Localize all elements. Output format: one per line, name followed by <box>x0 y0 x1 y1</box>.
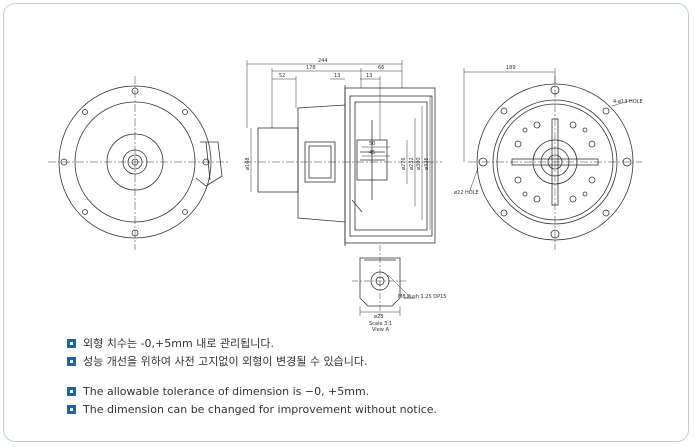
dim-244: 244 <box>318 58 328 64</box>
square-bullet-icon <box>67 404 76 414</box>
hole-label-top: 4-ø13 HOLE <box>613 99 643 105</box>
dim-335: ø335 <box>424 157 430 170</box>
square-bullet-icon <box>67 356 76 366</box>
content-frame <box>3 3 689 442</box>
dim-52: 52 <box>279 73 285 79</box>
square-bullet-icon <box>67 386 76 396</box>
dim-168: ø168 <box>245 157 251 170</box>
note-text: 성능 개선을 위하여 사전 고지없이 외형이 변경될 수 있습니다. <box>83 355 368 368</box>
dim-232: ø232 <box>409 157 415 170</box>
shaft-note: M8 Push 1.25 DP15 <box>398 294 447 300</box>
note-text: 외형 치수는 -0,+5mm 내로 관리됩니다. <box>83 337 275 350</box>
note-ko-2: 성능 개선을 위하여 사전 고지없이 외형이 변경될 수 있습니다. <box>67 352 437 370</box>
note-text: The dimension can be changed for improve… <box>83 402 438 416</box>
dim-66: 66 <box>378 65 384 71</box>
dim-13a: 13 <box>334 73 340 79</box>
notes: 외형 치수는 -0,+5mm 내로 관리됩니다. 성능 개선을 위하여 사전 고… <box>67 334 437 418</box>
dim-45: 45 <box>369 150 375 156</box>
note-ko-1: 외형 치수는 -0,+5mm 내로 관리됩니다. <box>67 334 437 352</box>
square-bullet-icon <box>67 338 76 348</box>
dim-276: ø276 <box>401 157 407 170</box>
dim-50: 50 <box>369 141 375 147</box>
dim-178: 178 <box>306 65 316 71</box>
dim-189: 189 <box>506 65 516 71</box>
dim-300: ø300 <box>416 157 422 170</box>
note-en-2: The dimension can be changed for improve… <box>67 400 437 418</box>
side-view <box>257 85 436 246</box>
note-en-1: The allowable tolerance of dimension is … <box>67 382 437 400</box>
scale-label: Scale 3:1 <box>369 321 392 327</box>
note-text: The allowable tolerance of dimension is … <box>83 384 370 398</box>
hole-label-left: ø22 HOLE <box>454 190 479 196</box>
view-label: View A <box>372 327 389 333</box>
dim-13b: 13 <box>366 73 372 79</box>
shaft-dim: ø28 <box>374 314 383 320</box>
